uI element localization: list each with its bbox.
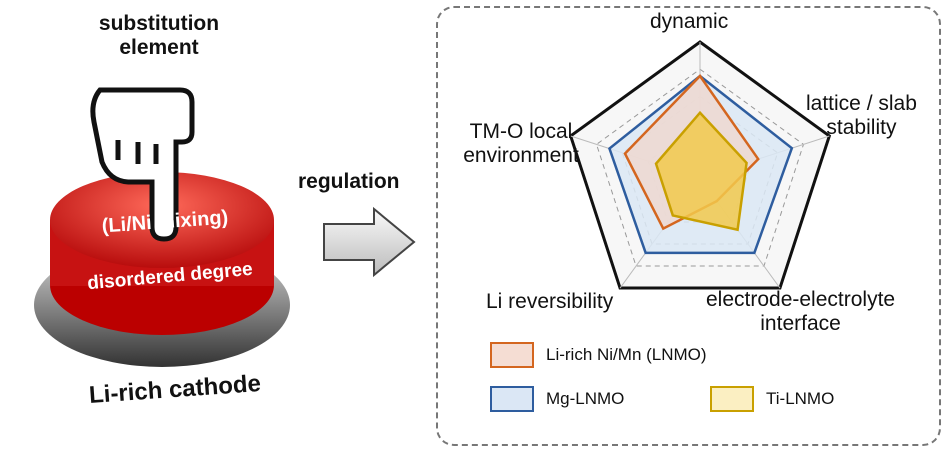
legend-label: Li-rich Ni/Mn (LNMO) <box>546 345 707 364</box>
legend-item-lnmo: Li-rich Ni/Mn (LNMO) <box>490 342 707 368</box>
legend-swatch <box>710 386 754 412</box>
axis-label-li-reversibility: Li reversibility <box>486 290 614 313</box>
right-arrow-icon <box>323 206 416 278</box>
legend-swatch <box>490 386 534 412</box>
axis-label-dynamic: dynamic <box>650 10 729 33</box>
button-illustration <box>34 87 290 367</box>
legend-swatch <box>490 342 534 368</box>
radar-panel <box>436 6 941 446</box>
legend-label: Ti-LNMO <box>766 389 835 408</box>
legend-label: Mg-LNMO <box>546 389 625 408</box>
pointing-hand-icon <box>90 87 195 242</box>
legend-item-ti: Ti-LNMO <box>710 386 834 412</box>
legend-item-mg: Mg-LNMO <box>490 386 624 412</box>
radar-grid-ring <box>595 68 805 267</box>
substitution-element-label: substitution element <box>98 12 220 59</box>
regulation-label: regulation <box>298 170 400 193</box>
radar-series-ti-lnmo <box>654 110 748 232</box>
